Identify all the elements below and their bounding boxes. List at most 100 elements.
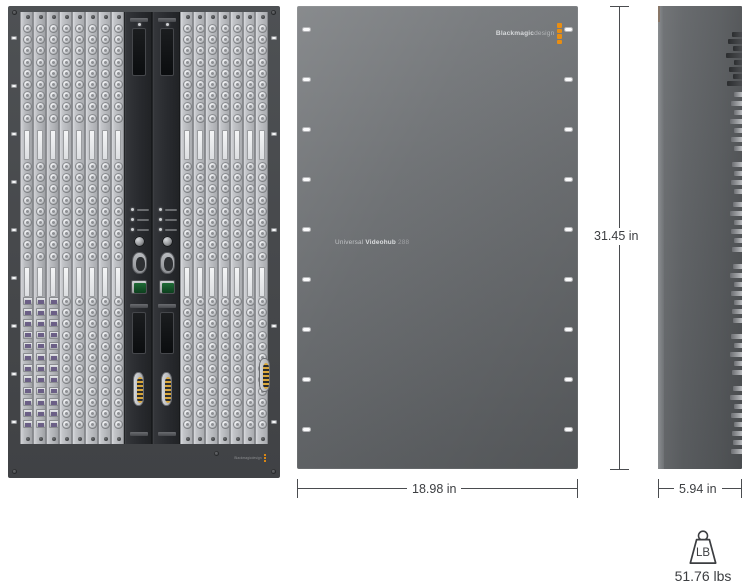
sfp-optical-port — [22, 386, 32, 395]
bnc-connector — [183, 398, 192, 407]
bnc-connector — [258, 353, 268, 362]
brand-wordmark: Blackmagicdesign — [496, 30, 555, 38]
bnc-connector — [101, 353, 110, 362]
bnc-connector — [88, 91, 97, 101]
card-label-slot — [184, 130, 190, 160]
bnc-connector — [75, 173, 84, 183]
bnc-connector — [195, 353, 205, 362]
crosspoint-module-handle[interactable] — [132, 312, 146, 354]
bnc-connector — [245, 386, 255, 396]
bnc-connector — [183, 173, 192, 183]
bnc-connector — [101, 57, 110, 67]
bnc-connector — [208, 330, 217, 340]
sfp-optical-port — [48, 409, 58, 418]
sfp-optical-port — [35, 398, 45, 406]
card-screw — [116, 15, 121, 19]
side-connector-detail — [730, 211, 742, 216]
bnc-connector — [114, 364, 123, 374]
ethernet-port — [159, 280, 175, 294]
bnc-connector — [220, 91, 230, 101]
bnc-connector — [183, 353, 192, 362]
width-dimension-cap-left — [297, 479, 298, 498]
status-led — [131, 208, 134, 211]
bnc-connector — [195, 46, 205, 56]
status-led — [159, 208, 162, 211]
bnc-connector — [36, 57, 45, 67]
ethernet-port — [131, 280, 147, 294]
bnc-connector — [245, 184, 255, 194]
status-led — [131, 218, 134, 221]
crosspoint-module-handle[interactable] — [160, 312, 174, 354]
bnc-connector — [233, 195, 242, 205]
bnc-connector — [88, 386, 97, 396]
bnc-connector — [183, 229, 192, 239]
bnc-connector — [36, 251, 45, 261]
bnc-connector — [101, 113, 110, 123]
bnc-connector — [245, 364, 255, 374]
bnc-connector — [195, 240, 205, 250]
card-screw — [38, 437, 43, 441]
bnc-connector — [183, 297, 192, 306]
bnc-connector — [208, 240, 217, 250]
bnc-connector — [114, 173, 123, 183]
bnc-connector — [183, 113, 192, 123]
bnc-connector — [220, 24, 230, 33]
bnc-connector — [88, 46, 97, 56]
bnc-connector — [208, 251, 217, 261]
bnc-connector — [258, 102, 268, 112]
card-label-slot — [63, 267, 69, 297]
card-label-slot — [259, 130, 266, 160]
bnc-connector — [258, 68, 268, 78]
bnc-connector — [114, 330, 123, 340]
bnc-connector — [220, 297, 230, 306]
bnc-connector — [88, 218, 97, 227]
card-screw — [185, 15, 190, 19]
bnc-connector — [220, 173, 230, 183]
power-supply-handle[interactable] — [132, 28, 146, 76]
bnc-connector — [195, 409, 205, 419]
sfp-optical-port — [48, 420, 58, 429]
rack-mount-hole — [564, 377, 573, 382]
bnc-connector — [88, 102, 97, 112]
sfp-optical-port — [48, 319, 58, 328]
bnc-connector — [62, 341, 71, 351]
status-led — [138, 23, 141, 26]
bnc-connector — [49, 24, 58, 33]
bnc-connector — [88, 341, 97, 351]
rear-center-module-stack — [124, 12, 180, 444]
card-screw — [51, 15, 56, 19]
bnc-connector — [245, 297, 255, 306]
bnc-connector — [183, 57, 192, 67]
bnc-connector — [88, 353, 97, 362]
bnc-connector — [195, 308, 205, 318]
bnc-connector — [36, 46, 45, 56]
power-supply-handle[interactable] — [160, 28, 174, 76]
bnc-interface-card — [242, 12, 256, 444]
bnc-connector — [88, 173, 97, 183]
rear-screw — [12, 10, 17, 15]
sfp-optical-port — [22, 420, 32, 429]
side-connector-detail — [733, 386, 742, 391]
bnc-connector — [220, 375, 230, 385]
card-label-slot — [63, 130, 69, 160]
bnc-connector — [62, 35, 71, 45]
bnc-connector — [49, 113, 58, 123]
bnc-connector — [114, 308, 123, 318]
bnc-connector — [114, 240, 123, 250]
bnc-interface-card — [59, 12, 72, 444]
bnc-connector — [101, 375, 110, 385]
bnc-connector — [101, 386, 110, 396]
bnc-connector — [195, 319, 205, 329]
bnc-connector — [245, 68, 255, 78]
optical-interface-card — [46, 12, 59, 444]
svg-text:LB: LB — [696, 547, 710, 559]
side-connector-detail — [732, 431, 742, 436]
bnc-connector — [101, 80, 110, 89]
bnc-interface-card — [98, 12, 111, 444]
bnc-connector — [75, 364, 84, 374]
rack-mount-hole — [271, 36, 277, 40]
height-dimension-label: 31.45 in — [589, 228, 644, 245]
module-top-cap — [130, 18, 148, 22]
bnc-connector — [245, 251, 255, 261]
bnc-connector — [62, 240, 71, 250]
